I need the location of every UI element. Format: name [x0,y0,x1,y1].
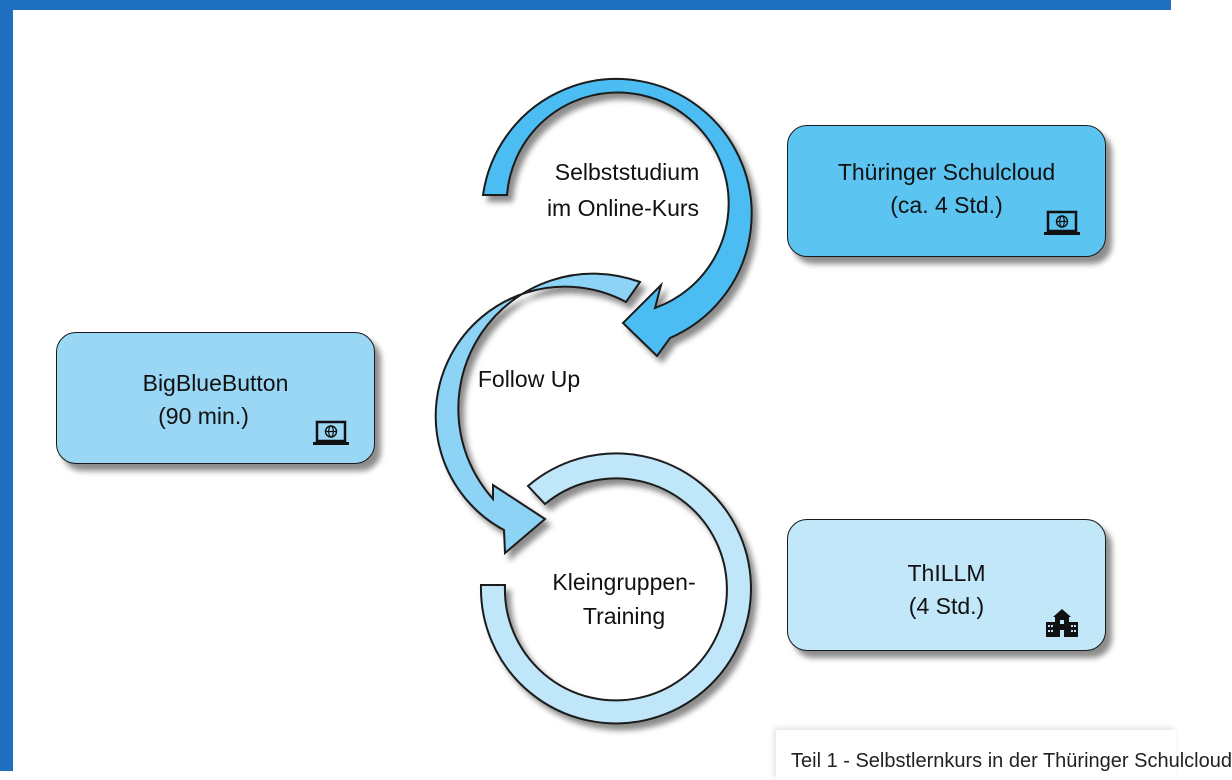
training-label-line1: Kleingruppen- [552,569,695,595]
thillm-box: ThILLM (4 Std.) [787,519,1106,651]
cycle-diagram: Selbststudium im Online-Kurs Follow Up K… [434,78,753,725]
slide-caption: Teil 1 - Selbstlernkurs in der Thüringer… [776,730,1232,780]
thillm-duration: (4 Std.) [908,593,985,619]
selbststudium-label-line1: Selbststudium [555,159,699,185]
school-building-icon [1046,609,1078,637]
followup-label: Follow Up [478,366,580,392]
schulcloud-title: Thüringer Schulcloud [837,159,1056,185]
training-label-line2: Training [583,603,665,629]
laptop-globe-icon [1044,210,1080,235]
schulcloud-duration: (ca. 4 Std.) [890,192,1003,218]
training-cycle-ring [479,452,752,725]
bigbluebutton-box: BigBlueButton (90 min.) [56,332,375,464]
schulcloud-box: Thüringer Schulcloud (ca. 4 Std.) [787,125,1106,257]
selbststudium-label-line2: im Online-Kurs [547,195,699,221]
selbststudium-cycle-arrow [481,78,753,358]
slide-canvas: Selbststudium im Online-Kurs Follow Up K… [13,10,1171,771]
bigbluebutton-duration: (90 min.) [158,403,249,429]
followup-cycle-arrow [434,272,642,556]
laptop-globe-icon [313,420,349,445]
thillm-title: ThILLM [907,560,986,586]
bigbluebutton-title: BigBlueButton [142,370,289,396]
